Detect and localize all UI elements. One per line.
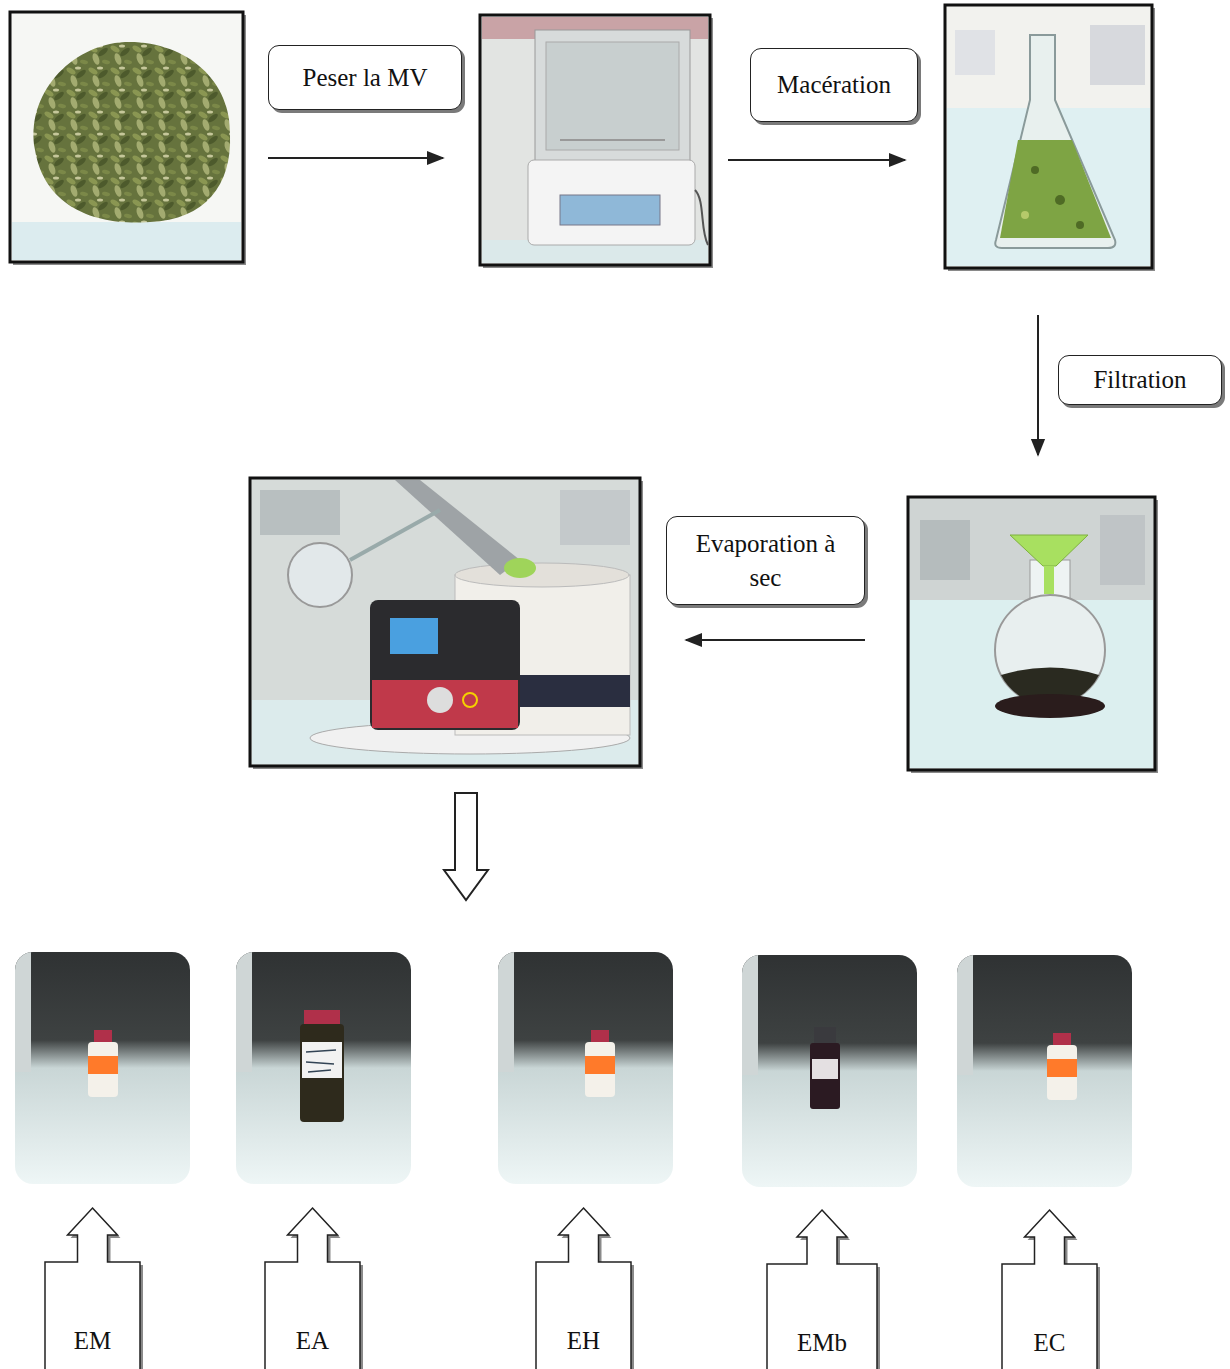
hollow-arrow [444,793,488,900]
arrow-outline-shape [1002,1210,1097,1369]
step-label: Evaporation à sec [683,527,848,595]
vial-photo [498,952,673,1184]
balance-photo [480,15,713,268]
step-label-box: Filtration [1058,355,1222,405]
vial-photo [742,955,917,1187]
extract-label: EM [74,1326,112,1356]
extract-label: EH [567,1326,600,1356]
vial-photo [236,952,411,1184]
extract-label: EC [1034,1328,1066,1358]
extract-arrow-label: EH [536,1208,631,1369]
extract-arrow-label: EMb [767,1210,877,1369]
extract-arrow-label: EM [45,1208,140,1369]
plant-photo [10,12,246,265]
step-label-box: Peser la MV [268,45,462,110]
step-label: Macération [777,68,891,102]
vial-photo [957,955,1132,1187]
arrow-outline-shape [536,1208,631,1369]
step-label-box: Macération [750,48,918,122]
maceration-photo [945,5,1155,271]
vial-photo [15,952,190,1184]
extract-arrow-label: EC [1002,1210,1097,1369]
step-label: Filtration [1093,363,1186,397]
arrow-outline-shape [265,1208,360,1369]
step-label-box: Evaporation à sec [666,516,865,605]
rotavap-photo [250,478,643,769]
filtration-photo [908,497,1158,773]
arrow-outline-shape [45,1208,140,1369]
extract-label: EMb [797,1328,847,1358]
extract-arrow-label: EA [265,1208,360,1369]
step-label: Peser la MV [303,61,428,95]
flow-arrow [268,158,1038,640]
arrow-outline-shape [767,1210,877,1369]
extract-label: EA [296,1326,329,1356]
